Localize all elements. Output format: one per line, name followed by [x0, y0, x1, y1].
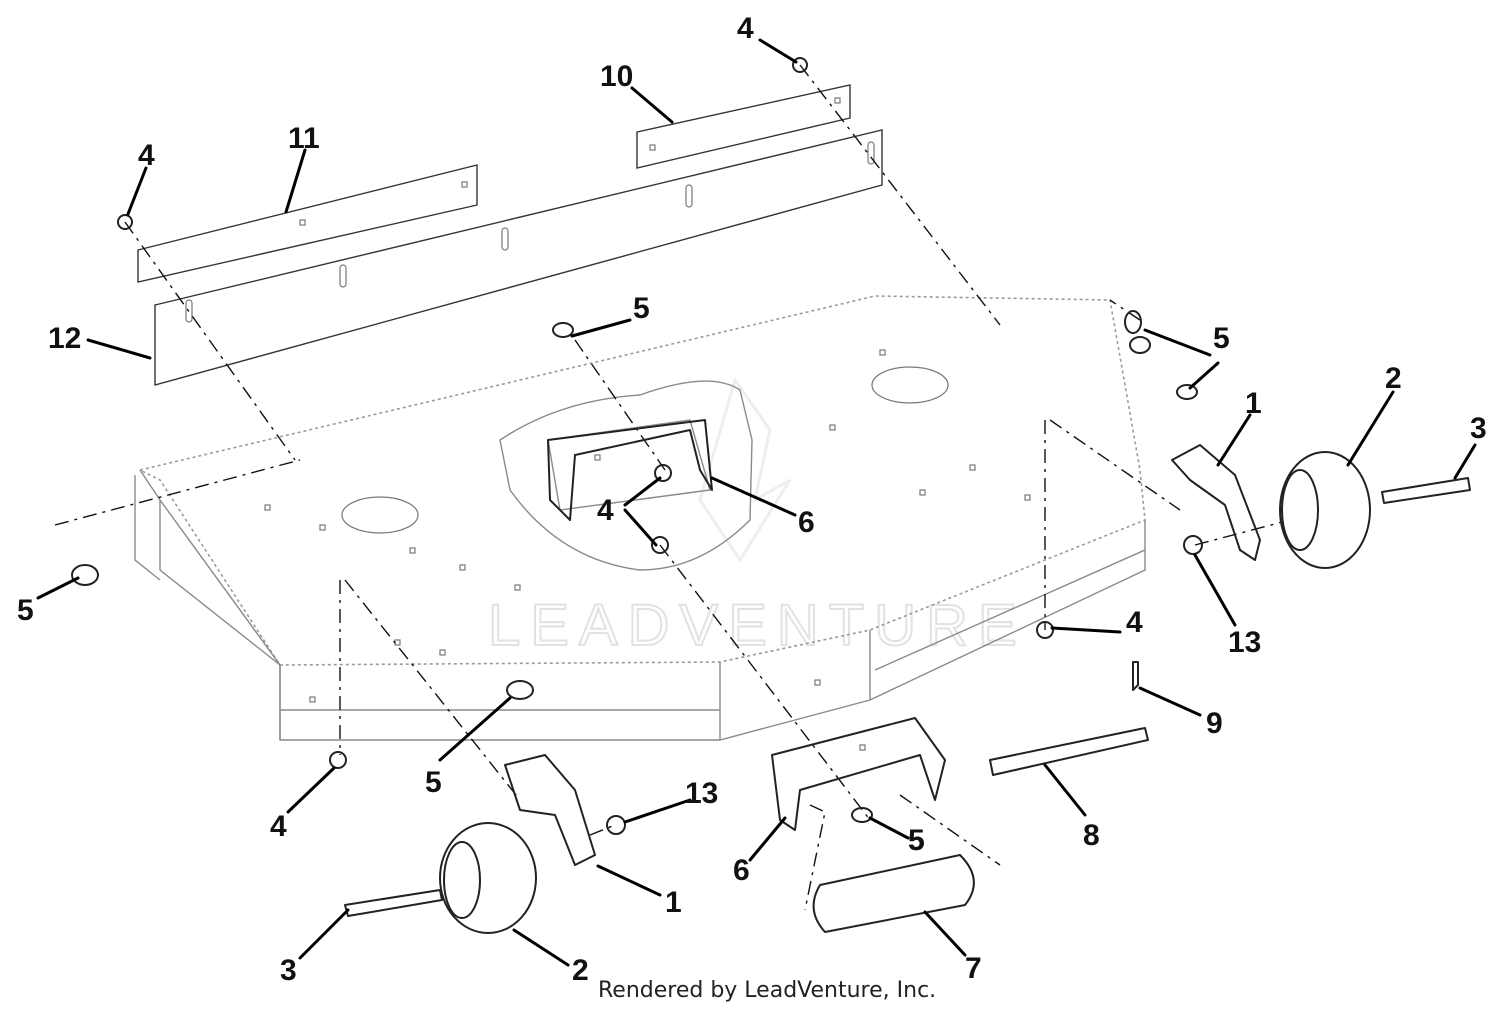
- callout-label: 2: [1385, 362, 1402, 395]
- callout-label: 13: [1228, 626, 1261, 659]
- callout-label: 12: [48, 322, 81, 355]
- assembly-lines: [54, 64, 1291, 911]
- callout-label: 4: [270, 810, 287, 843]
- callout-label: 5: [425, 766, 442, 799]
- callout-label: 2: [572, 954, 589, 987]
- callout-labels: 4 10 11 4 12 5 5 5 1 2 3 4 6 5 13 4 9 5 …: [17, 12, 1487, 987]
- callout-label: 5: [908, 824, 925, 857]
- callout-label: 7: [965, 952, 982, 985]
- rear-baffle-part-12: [154, 129, 883, 386]
- baffle-extension-part-10: [636, 84, 851, 169]
- watermark-text: LEADVENTURE: [488, 593, 1027, 658]
- hardware: [71, 57, 1203, 835]
- callout-label: 4: [737, 12, 754, 45]
- callout-label: 13: [685, 777, 718, 810]
- watermark-logo-icon: [698, 376, 792, 563]
- callout-label: 3: [1470, 412, 1487, 445]
- callout-label: 6: [798, 506, 815, 539]
- callout-label: 6: [733, 854, 750, 887]
- callout-label: 4: [1126, 606, 1143, 639]
- callout-label: 4: [138, 139, 155, 172]
- roller-part-7: [812, 854, 975, 933]
- roller-shaft-part-8: [989, 727, 1149, 776]
- clip-part-9: [1132, 661, 1139, 691]
- render-credit: Rendered by LeadVenture, Inc.: [598, 978, 936, 1003]
- callout-label: 10: [600, 60, 633, 93]
- caster-wheel-part-2: [439, 451, 1371, 934]
- callout-label: 5: [17, 594, 34, 627]
- callout-label: 8: [1083, 819, 1100, 852]
- callout-label: 1: [665, 886, 682, 919]
- mower-deck: [134, 295, 1146, 751]
- roller-bracket-part-6: [547, 419, 946, 831]
- callout-label: 1: [1245, 387, 1262, 420]
- callout-label: 5: [633, 292, 650, 325]
- caster-fork-part-1: [504, 444, 1261, 866]
- callout-label: 4: [597, 494, 614, 527]
- callout-label: 11: [288, 122, 320, 155]
- leader-lines: [36, 38, 1477, 967]
- callout-label: 3: [280, 954, 297, 987]
- callout-label: 9: [1206, 707, 1223, 740]
- callout-label: 5: [1213, 322, 1230, 355]
- baffle-extension-part-11: [137, 164, 478, 283]
- callout-label: 5: [908, 824, 925, 857]
